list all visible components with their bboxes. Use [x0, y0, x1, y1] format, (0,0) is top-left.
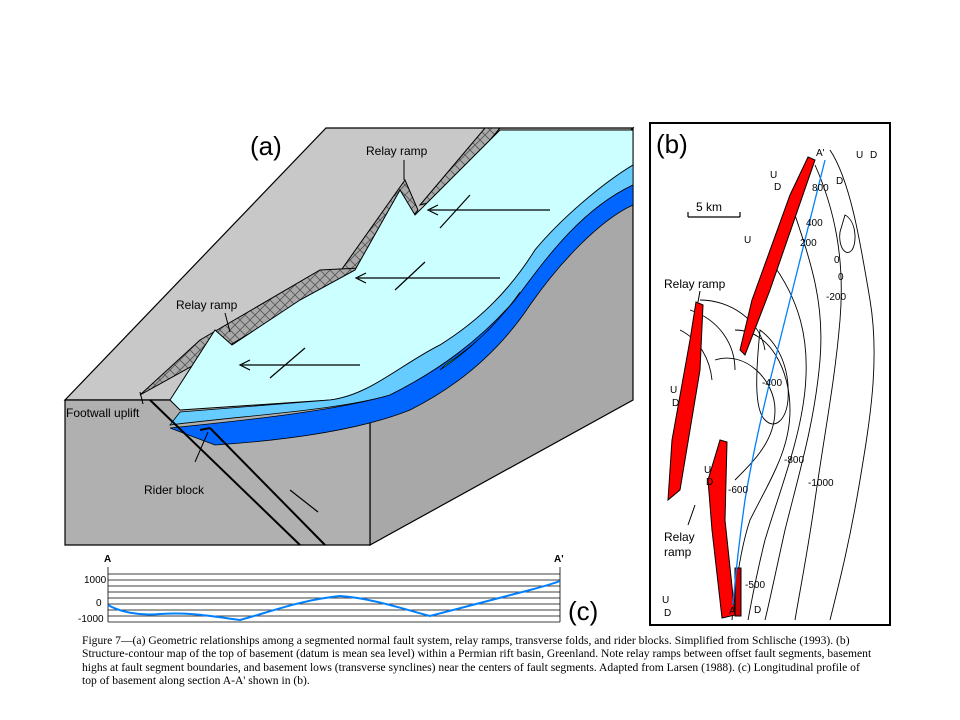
basement-profile: [107, 580, 561, 622]
relay-ramp-lower-label-2: ramp: [664, 545, 692, 559]
contour-label-800: 800: [812, 183, 829, 194]
fault-mark-u-4: U: [670, 385, 678, 396]
footwall-uplift-label: Footwall uplift: [66, 406, 140, 420]
contour-label-minus-1000: -1000: [808, 478, 834, 489]
rider-block-fault: [149, 399, 326, 546]
contour-label-400: 400: [806, 218, 823, 229]
slip-arrow: [289, 489, 319, 513]
panel-c-label: (c): [568, 596, 599, 626]
contour-label-200: 200: [800, 238, 817, 249]
profile-tick-1000: 1000: [84, 575, 107, 586]
fault-segment-tip: [734, 567, 742, 617]
fault-mark-d-7: D: [754, 605, 762, 616]
map-leader-lines: [687, 290, 701, 526]
profile-tick-minus-1000: -1000: [78, 614, 104, 625]
extension-arrows: [238, 194, 550, 379]
contour-label-minus-800: -800: [784, 455, 805, 466]
section-start-label: A: [729, 606, 736, 617]
profile-endpoint-a-prime: A': [554, 554, 564, 565]
rider-block-label: Rider block: [144, 483, 205, 497]
fault-segment-north: [739, 156, 816, 356]
contour-label-minus-500: -500: [745, 580, 766, 591]
fault-mark-d-6: D: [664, 608, 672, 619]
relay-ramp-label-mid: Relay ramp: [176, 298, 238, 312]
profile-tick-0: 0: [96, 598, 102, 609]
relay-ramp-label-top: Relay ramp: [366, 144, 428, 158]
fault-mark-d-2: D: [870, 150, 878, 161]
relay-ramp-upper-label: Relay ramp: [664, 277, 726, 291]
fault-mark-d-1: D: [774, 182, 782, 193]
scale-bar: [687, 212, 741, 218]
fault-mark-d-4: D: [672, 398, 680, 409]
figure-caption: Figure 7—(a) Geometric relationships amo…: [82, 634, 872, 688]
panel-b-label: (b): [656, 129, 688, 159]
section-end-label: A': [816, 148, 825, 159]
scale-bar-label: 5 km: [696, 200, 723, 214]
basin-layer-green: [439, 291, 521, 371]
fault-mark-d-5: D: [706, 477, 714, 488]
fault-segment-south: [707, 439, 736, 619]
fault-mark-u-3: U: [744, 235, 752, 246]
contour-label-minus-200: -200: [826, 292, 847, 303]
map-frame: [649, 122, 891, 626]
contour-label-0-a: 0: [834, 255, 840, 266]
fault-mark-u-2: U: [856, 150, 864, 161]
contour-label-minus-400: -400: [762, 378, 783, 389]
fault-mark-u-5: U: [704, 465, 712, 476]
contour-label-minus-600: -600: [728, 485, 749, 496]
fault-mark-u-1: U: [770, 170, 778, 181]
section-line: [732, 159, 826, 606]
panel-a-label: (a): [250, 131, 282, 161]
profile-grid: [107, 567, 561, 623]
contour-label-0-b: 0: [838, 272, 844, 283]
fault-mark-d-3: D: [836, 176, 844, 187]
profile-endpoint-a: A: [104, 554, 112, 565]
fault-mark-u-6: U: [662, 595, 670, 606]
leader-lines: [139, 160, 405, 463]
relay-ramp-lower-label-1: Relay: [664, 530, 695, 544]
fault-segment-middle: [667, 301, 704, 502]
